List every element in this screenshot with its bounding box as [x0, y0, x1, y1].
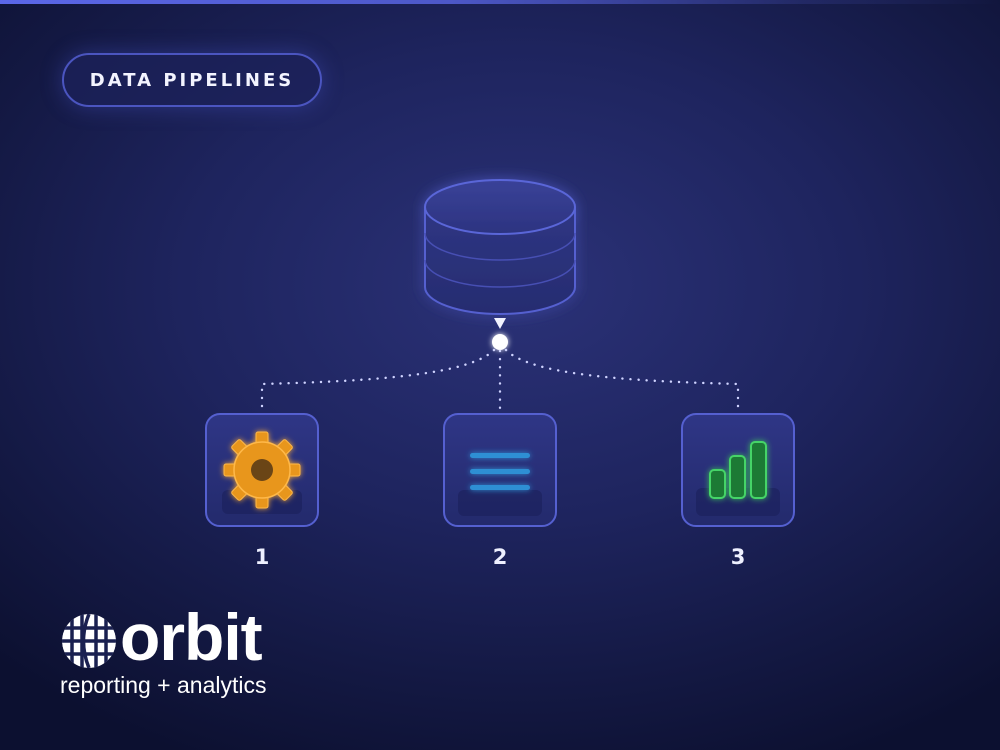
globe-grid-icon: [62, 614, 116, 668]
connector-to-node-3: [504, 348, 740, 410]
connector-lines: [260, 348, 740, 410]
brand-tagline: reporting + analytics: [60, 672, 267, 698]
pipeline-node-2[interactable]: [443, 413, 557, 527]
pipeline-node-3[interactable]: [681, 413, 795, 527]
list-lines-icon: [470, 453, 530, 490]
database-icon: [424, 179, 576, 315]
gear-icon: [223, 431, 301, 509]
connector-hub: [492, 334, 508, 350]
brand-name: orbit: [120, 600, 263, 674]
node-3-label: 3: [730, 545, 746, 569]
section-title-badge: DATA PIPELINES: [62, 53, 322, 107]
pipeline-node-1[interactable]: [205, 413, 319, 527]
section-title: DATA PIPELINES: [89, 69, 295, 91]
node-1-label: 1: [254, 545, 270, 569]
bar-chart-icon: [709, 441, 767, 499]
top-accent-bar: [0, 0, 1000, 4]
arrow-down-icon: [494, 318, 506, 329]
connector-to-node-1: [260, 348, 496, 410]
node-2-label: 2: [492, 545, 508, 569]
